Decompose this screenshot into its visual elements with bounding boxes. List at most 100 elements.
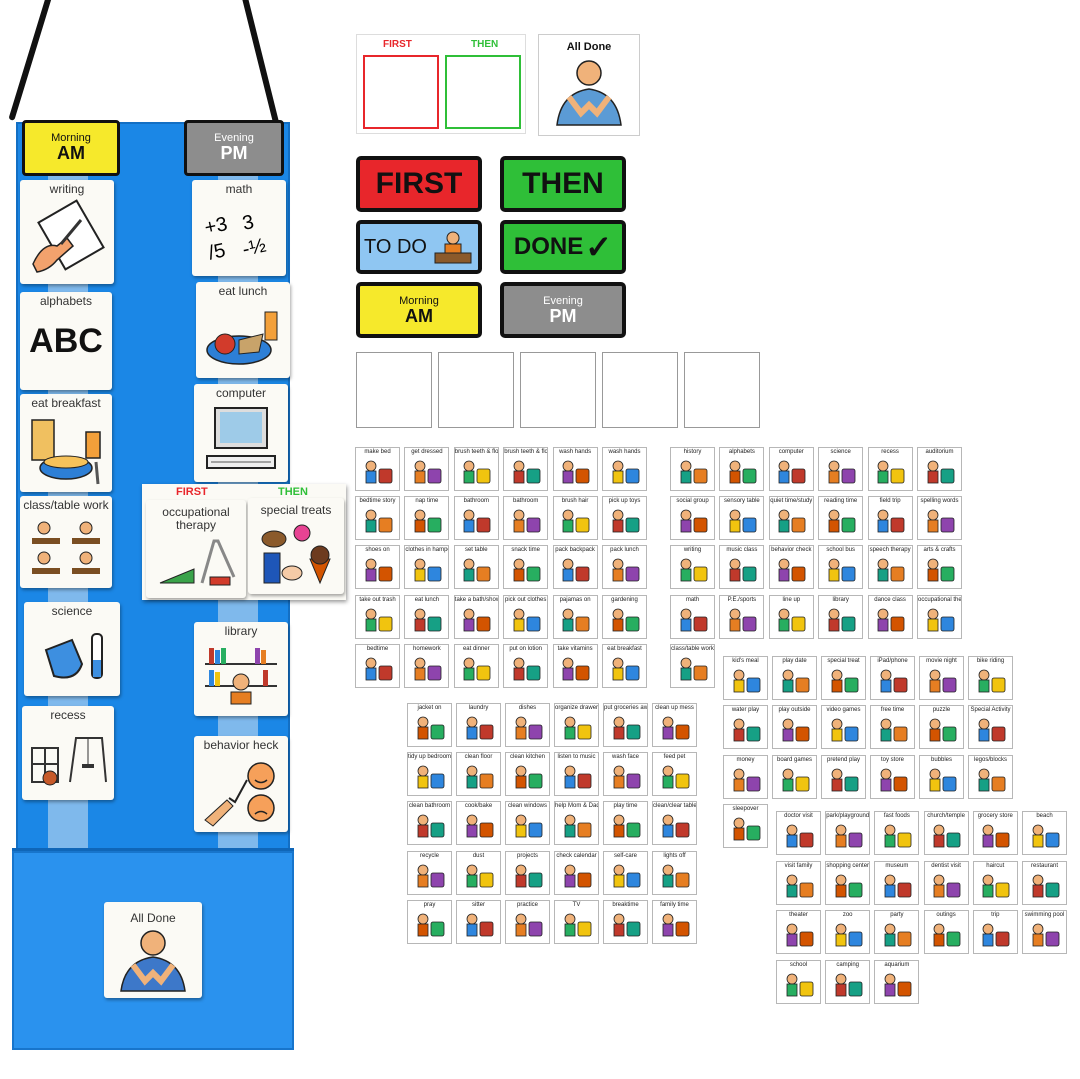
chore-card[interactable]: clean bathroom bbox=[407, 801, 452, 846]
daily-routine-card[interactable]: pick out clothes bbox=[503, 594, 549, 639]
chore-card[interactable]: feed pet bbox=[652, 752, 697, 797]
daily-routine-card[interactable]: pajamas on bbox=[552, 594, 598, 639]
outing-card[interactable]: doctor visit bbox=[776, 811, 821, 855]
daily-routine-card[interactable]: pack backpack bbox=[552, 545, 598, 590]
todo-word-card[interactable]: TO DO bbox=[356, 220, 482, 274]
chore-card[interactable]: lights off bbox=[652, 850, 697, 895]
morning-am-word-card[interactable]: Morning AM bbox=[356, 282, 482, 338]
schedule-card-class-table-work[interactable]: class/table work bbox=[20, 496, 112, 588]
reward-card[interactable]: video games bbox=[821, 705, 866, 750]
chore-card[interactable]: play time bbox=[603, 801, 648, 846]
chore-card[interactable]: jacket on bbox=[407, 703, 452, 747]
reward-card[interactable]: sleepover bbox=[723, 803, 768, 848]
chore-card[interactable]: clean floor bbox=[456, 752, 501, 797]
chore-card[interactable]: pray bbox=[407, 899, 452, 944]
chore-card[interactable]: wash face bbox=[603, 752, 648, 797]
outing-card[interactable]: party bbox=[874, 910, 920, 954]
chore-card[interactable]: TV bbox=[554, 899, 599, 944]
reward-card[interactable]: iPad/phone bbox=[870, 656, 915, 700]
daily-routine-card[interactable]: bathroom bbox=[453, 496, 499, 541]
first-slot[interactable] bbox=[363, 55, 439, 129]
outing-card[interactable]: beach bbox=[1022, 811, 1067, 855]
outing-card[interactable]: haircut bbox=[972, 860, 1018, 905]
school-card[interactable]: reading time bbox=[818, 496, 864, 541]
school-card[interactable]: computer bbox=[768, 447, 814, 491]
daily-routine-card[interactable]: wash hands bbox=[602, 447, 647, 491]
daily-routine-card[interactable]: take vitamins bbox=[552, 643, 598, 688]
chore-card[interactable]: clean windows bbox=[505, 801, 550, 846]
school-card[interactable]: spelling words bbox=[917, 496, 962, 541]
blank-card-slot[interactable] bbox=[356, 352, 432, 428]
outing-card[interactable]: museum bbox=[874, 860, 920, 905]
reward-card[interactable]: puzzle bbox=[919, 705, 964, 750]
school-card[interactable]: occupational therapy bbox=[917, 594, 962, 639]
outing-card[interactable]: grocery store bbox=[972, 811, 1018, 855]
chore-card[interactable]: family time bbox=[652, 899, 697, 944]
school-card[interactable]: history bbox=[670, 447, 715, 491]
reward-card[interactable]: money bbox=[723, 754, 768, 799]
reward-card[interactable]: special treat bbox=[821, 656, 866, 700]
reward-card[interactable]: Special Activity bbox=[968, 705, 1013, 750]
schedule-card-eat-lunch[interactable]: eat lunch bbox=[196, 282, 290, 378]
school-card[interactable]: social group bbox=[670, 496, 715, 541]
daily-routine-card[interactable]: bedtime story bbox=[355, 496, 400, 541]
school-card[interactable]: arts & crafts bbox=[917, 545, 962, 590]
chore-card[interactable]: clean kitchen bbox=[505, 752, 550, 797]
daily-routine-card[interactable]: eat lunch bbox=[404, 594, 450, 639]
outing-card[interactable]: zoo bbox=[825, 910, 871, 954]
school-card[interactable]: science bbox=[818, 447, 864, 491]
chore-card[interactable]: clean up mess bbox=[652, 703, 697, 747]
school-card[interactable]: quiet time/study bbox=[768, 496, 814, 541]
blank-card-slot[interactable] bbox=[520, 352, 596, 428]
school-card[interactable]: math bbox=[670, 594, 715, 639]
school-card[interactable]: P.E./sports bbox=[719, 594, 765, 639]
daily-routine-card[interactable]: make bed bbox=[355, 447, 400, 491]
morning-am-header-card[interactable]: Morning AM bbox=[22, 120, 120, 176]
outing-card[interactable]: outings bbox=[923, 910, 969, 954]
daily-routine-card[interactable]: take a bath/shower bbox=[453, 594, 499, 639]
schedule-card-computer[interactable]: computer bbox=[194, 384, 288, 482]
outing-card[interactable]: aquarium bbox=[874, 959, 920, 1004]
outing-card[interactable]: camping bbox=[825, 959, 871, 1004]
outing-card[interactable]: visit family bbox=[776, 860, 821, 905]
chore-card[interactable]: organize drawers bbox=[554, 703, 599, 747]
reward-card[interactable]: play date bbox=[772, 656, 817, 700]
schedule-card-library[interactable]: library bbox=[194, 622, 288, 716]
chore-card[interactable]: clean/clear table bbox=[652, 801, 697, 846]
chore-card[interactable]: practice bbox=[505, 899, 550, 944]
daily-routine-card[interactable]: snack time bbox=[503, 545, 549, 590]
daily-routine-card[interactable]: bedtime bbox=[355, 643, 400, 688]
chore-card[interactable]: dishes bbox=[505, 703, 550, 747]
outing-card[interactable]: trip bbox=[972, 910, 1018, 954]
schedule-card-occupational-therapy[interactable]: occupational therapy bbox=[146, 500, 246, 598]
reward-card[interactable]: toy store bbox=[870, 754, 915, 799]
reward-card[interactable]: free time bbox=[870, 705, 915, 750]
chore-card[interactable]: put groceries away bbox=[603, 703, 648, 747]
daily-routine-card[interactable]: nap time bbox=[404, 496, 450, 541]
daily-routine-card[interactable]: bathroom bbox=[503, 496, 549, 541]
chore-card[interactable]: recycle bbox=[407, 850, 452, 895]
all-done-card[interactable]: All Done bbox=[104, 902, 202, 998]
reward-card[interactable]: bike riding bbox=[968, 656, 1013, 700]
school-card[interactable]: school bus bbox=[818, 545, 864, 590]
reward-card[interactable]: movie night bbox=[919, 656, 964, 700]
schedule-card-science[interactable]: science bbox=[24, 602, 120, 696]
school-card[interactable]: dance class bbox=[867, 594, 913, 639]
school-card[interactable]: class/table work bbox=[670, 643, 715, 688]
daily-routine-card[interactable]: pack lunch bbox=[602, 545, 647, 590]
reward-card[interactable]: legos/blocks bbox=[968, 754, 1013, 799]
chore-card[interactable]: laundry bbox=[456, 703, 501, 747]
outing-card[interactable]: shopping center bbox=[825, 860, 871, 905]
daily-routine-card[interactable]: take out trash bbox=[355, 594, 400, 639]
outing-card[interactable]: dentist visit bbox=[923, 860, 969, 905]
schedule-card-special-treats[interactable]: special treats bbox=[248, 498, 344, 594]
school-card[interactable]: auditorium bbox=[917, 447, 962, 491]
chore-card[interactable]: check calendar bbox=[554, 850, 599, 895]
reward-card[interactable]: board games bbox=[772, 754, 817, 799]
school-card[interactable]: field trip bbox=[867, 496, 913, 541]
schedule-card-eat-breakfast[interactable]: eat breakfast bbox=[20, 394, 112, 492]
school-card[interactable]: recess bbox=[867, 447, 913, 491]
school-card[interactable]: line up bbox=[768, 594, 814, 639]
outing-card[interactable]: church/temple bbox=[923, 811, 969, 855]
schedule-card-behavior-check[interactable]: behavior heck bbox=[194, 736, 288, 832]
